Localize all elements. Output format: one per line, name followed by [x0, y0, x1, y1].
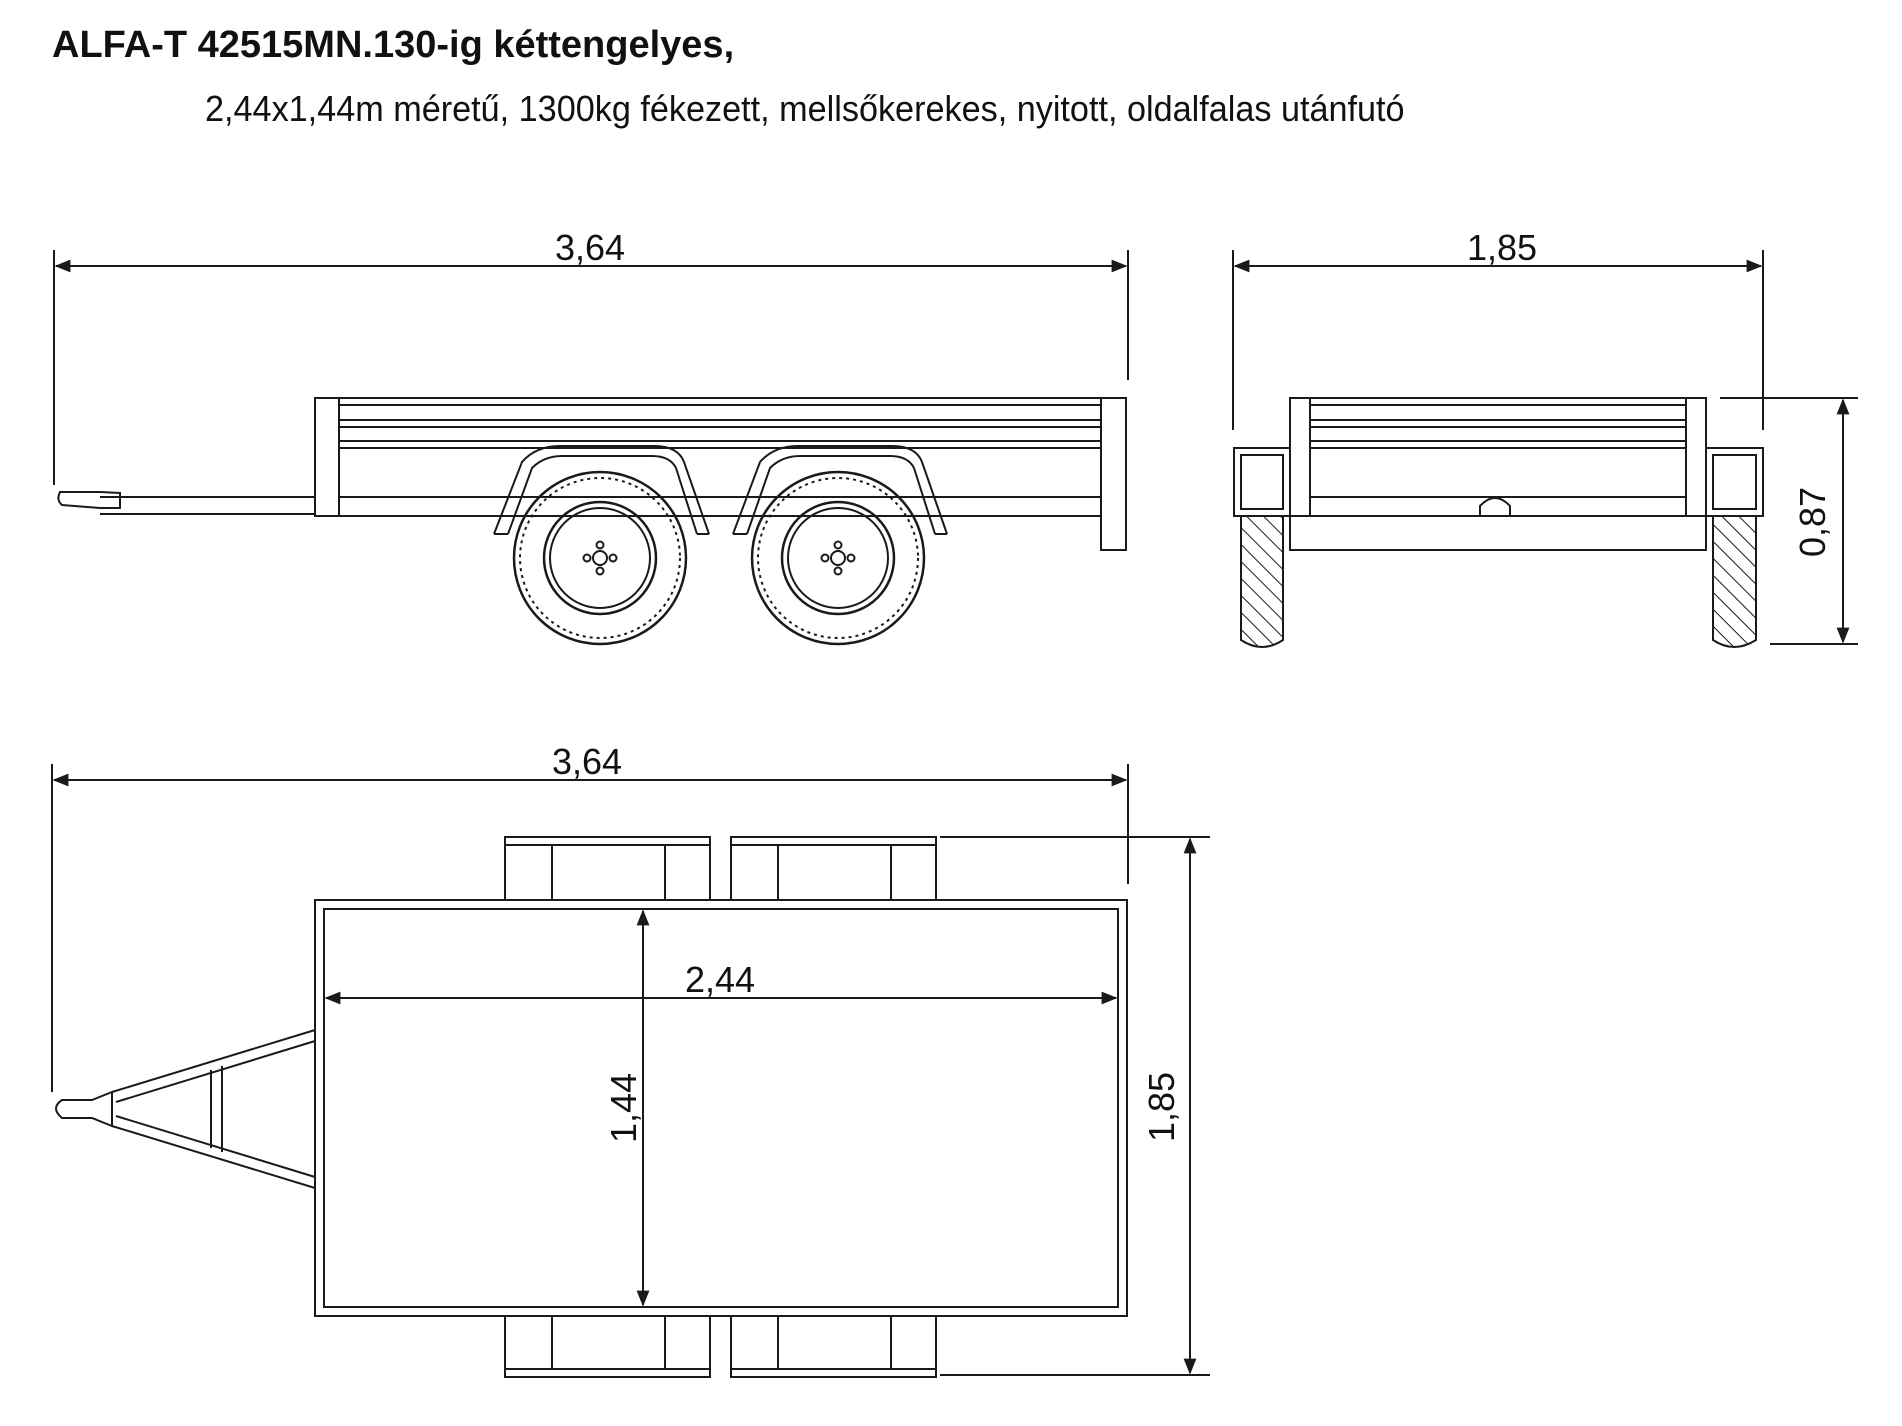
drawing-title: ALFA-T 42515MN.130-ig kéttengelyes,: [52, 24, 735, 66]
side-wall: [339, 397, 1101, 517]
top-view: [51, 764, 1210, 1378]
front-post: [314, 397, 340, 517]
rear-chassis-beam: [1289, 515, 1707, 551]
bed-length-label: 2,44: [685, 959, 755, 1000]
rear-height-label: 0,87: [1792, 487, 1833, 557]
side-length-label: 3,64: [555, 227, 625, 268]
drawbar-side: [57, 491, 315, 515]
top-width-label: 1,85: [1141, 1072, 1182, 1142]
bed-outer: [314, 899, 1128, 1317]
drawing-subtitle: 2,44x1,44m méretű, 1300kg fékezett, mell…: [205, 88, 1405, 129]
rear-fender-left: [1233, 447, 1291, 517]
drawbar-top: [55, 1029, 316, 1189]
rear-view: [1232, 250, 1858, 648]
wheel-front: [512, 470, 688, 646]
fender-front: [493, 445, 710, 535]
rear-tyre-left: [1240, 515, 1284, 648]
side-view: [53, 250, 1129, 646]
fender-rear: [732, 445, 948, 535]
rear-fender-right: [1705, 447, 1764, 517]
top-fenders-lower: [504, 1315, 937, 1378]
bed-width-label: 1,44: [603, 1073, 644, 1143]
rear-lamp: [1479, 497, 1511, 517]
bed-inner: [323, 908, 1119, 1308]
top-length-label: 3,64: [552, 741, 622, 782]
rear-tyre-right: [1712, 515, 1757, 648]
top-fenders-upper: [504, 836, 937, 901]
rear-post: [1100, 397, 1127, 551]
wheel-rear: [750, 470, 926, 646]
rear-width-label: 1,85: [1467, 227, 1537, 268]
